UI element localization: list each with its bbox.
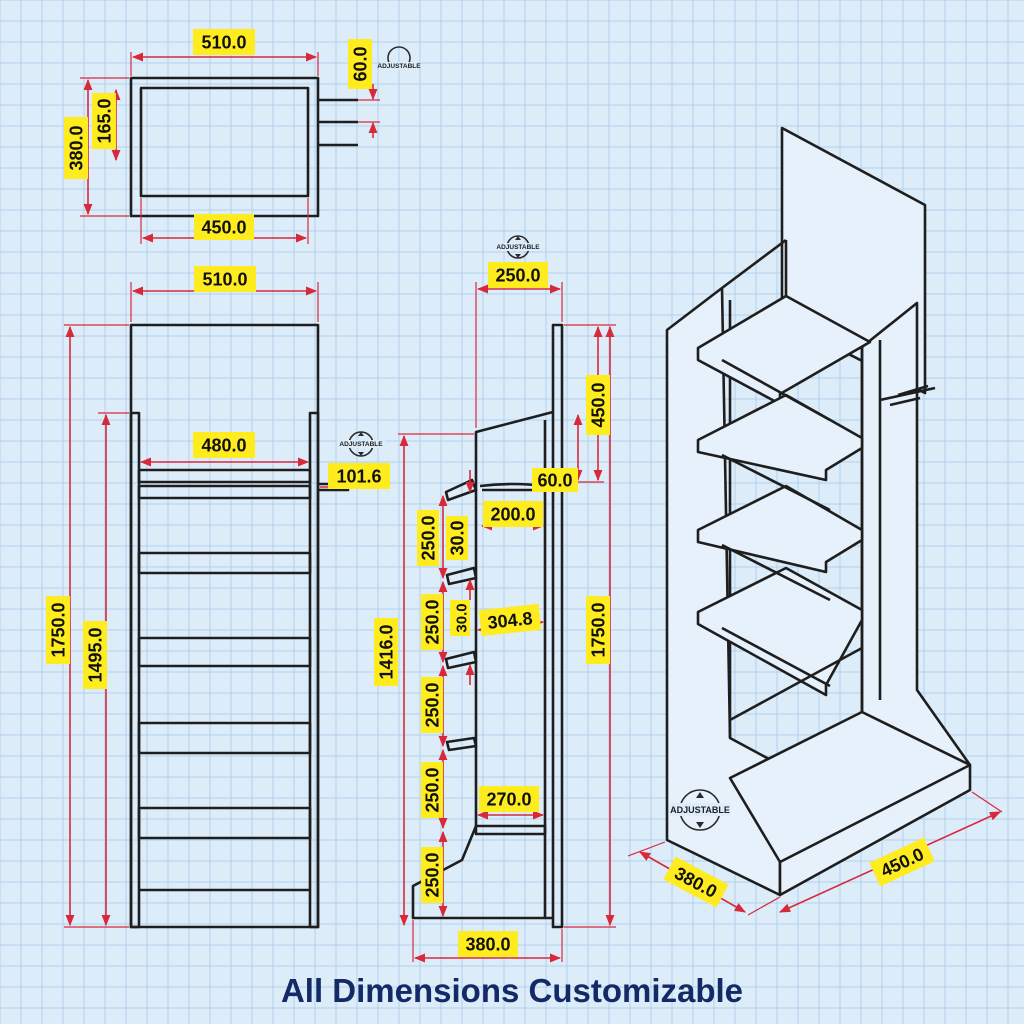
dim-side-spacing-5: 250.0 (421, 847, 443, 903)
dim-side-spacing-4: 250.0 (421, 762, 443, 818)
top-view (80, 52, 380, 244)
svg-text:510.0: 510.0 (201, 33, 246, 53)
dim-side-lip-1: 30.0 (446, 516, 468, 560)
svg-text:60.0: 60.0 (351, 46, 371, 81)
dim-top-depth: 380.0 (64, 117, 88, 179)
svg-text:200.0: 200.0 (490, 505, 535, 525)
adjustable-badge: ADJUSTABLE (377, 46, 421, 70)
dim-front-width: 510.0 (194, 266, 256, 292)
svg-text:450.0: 450.0 (589, 382, 609, 427)
svg-text:304.8: 304.8 (487, 608, 534, 633)
adjustable-badge: ADJUSTABLE (337, 431, 385, 457)
adjustable-badge-label: ADJUSTABLE (339, 441, 383, 448)
svg-text:1416.0: 1416.0 (377, 624, 397, 679)
svg-text:480.0: 480.0 (201, 436, 246, 456)
dim-front-shelf-width: 480.0 (193, 432, 255, 458)
dim-top-width: 510.0 (193, 29, 255, 55)
adjustable-badge: ADJUSTABLE (496, 235, 540, 259)
dim-side-total-height: 1416.0 (374, 618, 398, 686)
svg-text:250.0: 250.0 (423, 852, 443, 897)
footer-caption: All Dimensions Customizable (280, 972, 744, 1009)
dim-side-height: 1750.0 (586, 596, 610, 664)
dim-side-hook: 60.0 (532, 468, 578, 492)
svg-text:1750.0: 1750.0 (49, 602, 69, 657)
dim-side-spacing-3: 250.0 (421, 677, 443, 733)
dim-side-spacing-2: 250.0 (421, 594, 443, 650)
svg-text:1495.0: 1495.0 (86, 627, 106, 682)
dim-top-inner-width: 450.0 (194, 214, 254, 240)
svg-text:250.0: 250.0 (419, 515, 439, 560)
dim-top-inner-depth: 165.0 (92, 93, 116, 149)
dim-side-bottom-shelf: 270.0 (479, 786, 539, 812)
svg-text:380.0: 380.0 (67, 125, 87, 170)
adjustable-badge-label: ADJUSTABLE (377, 63, 421, 70)
svg-text:250.0: 250.0 (423, 599, 443, 644)
dim-top-hook-depth: 60.0 (348, 39, 372, 89)
dim-side-base-depth: 380.0 (458, 931, 518, 957)
dimension-labels: 510.0 60.0 380.0 165.0 450.0 510.0 480.0… (46, 29, 935, 957)
dim-side-spacing-1: 250.0 (417, 510, 439, 566)
side-view (398, 282, 616, 963)
adjustable-badge-label: ADJUSTABLE (496, 244, 540, 251)
dim-side-hook-bar: 200.0 (483, 501, 543, 527)
dim-front-hook-length: 101.6 (328, 463, 390, 489)
dim-side-header: 450.0 (586, 375, 610, 435)
dim-side-shelf-depth: 304.8 (478, 603, 542, 637)
svg-text:270.0: 270.0 (486, 790, 531, 810)
dim-side-lip-2: 30.0 (450, 600, 471, 636)
svg-text:165.0: 165.0 (95, 98, 115, 143)
dim-iso-width: 450.0 (869, 837, 935, 887)
dim-side-top-depth: 250.0 (488, 262, 548, 288)
svg-text:1750.0: 1750.0 (589, 602, 609, 657)
adjustable-badge: ADJUSTABLE (670, 789, 730, 831)
svg-text:250.0: 250.0 (423, 767, 443, 812)
svg-text:380.0: 380.0 (465, 935, 510, 955)
svg-text:250.0: 250.0 (423, 682, 443, 727)
svg-text:30.0: 30.0 (448, 520, 468, 555)
front-view (64, 282, 350, 929)
dim-front-side-height: 1495.0 (83, 621, 107, 689)
dim-front-height: 1750.0 (46, 596, 70, 664)
svg-text:250.0: 250.0 (495, 266, 540, 286)
svg-text:60.0: 60.0 (537, 471, 572, 491)
isometric-view (627, 126, 1003, 916)
svg-text:101.6: 101.6 (336, 467, 381, 487)
svg-text:30.0: 30.0 (454, 603, 471, 632)
svg-text:450.0: 450.0 (201, 218, 246, 238)
adjustable-badge-label: ADJUSTABLE (670, 805, 730, 815)
svg-text:510.0: 510.0 (202, 270, 247, 290)
